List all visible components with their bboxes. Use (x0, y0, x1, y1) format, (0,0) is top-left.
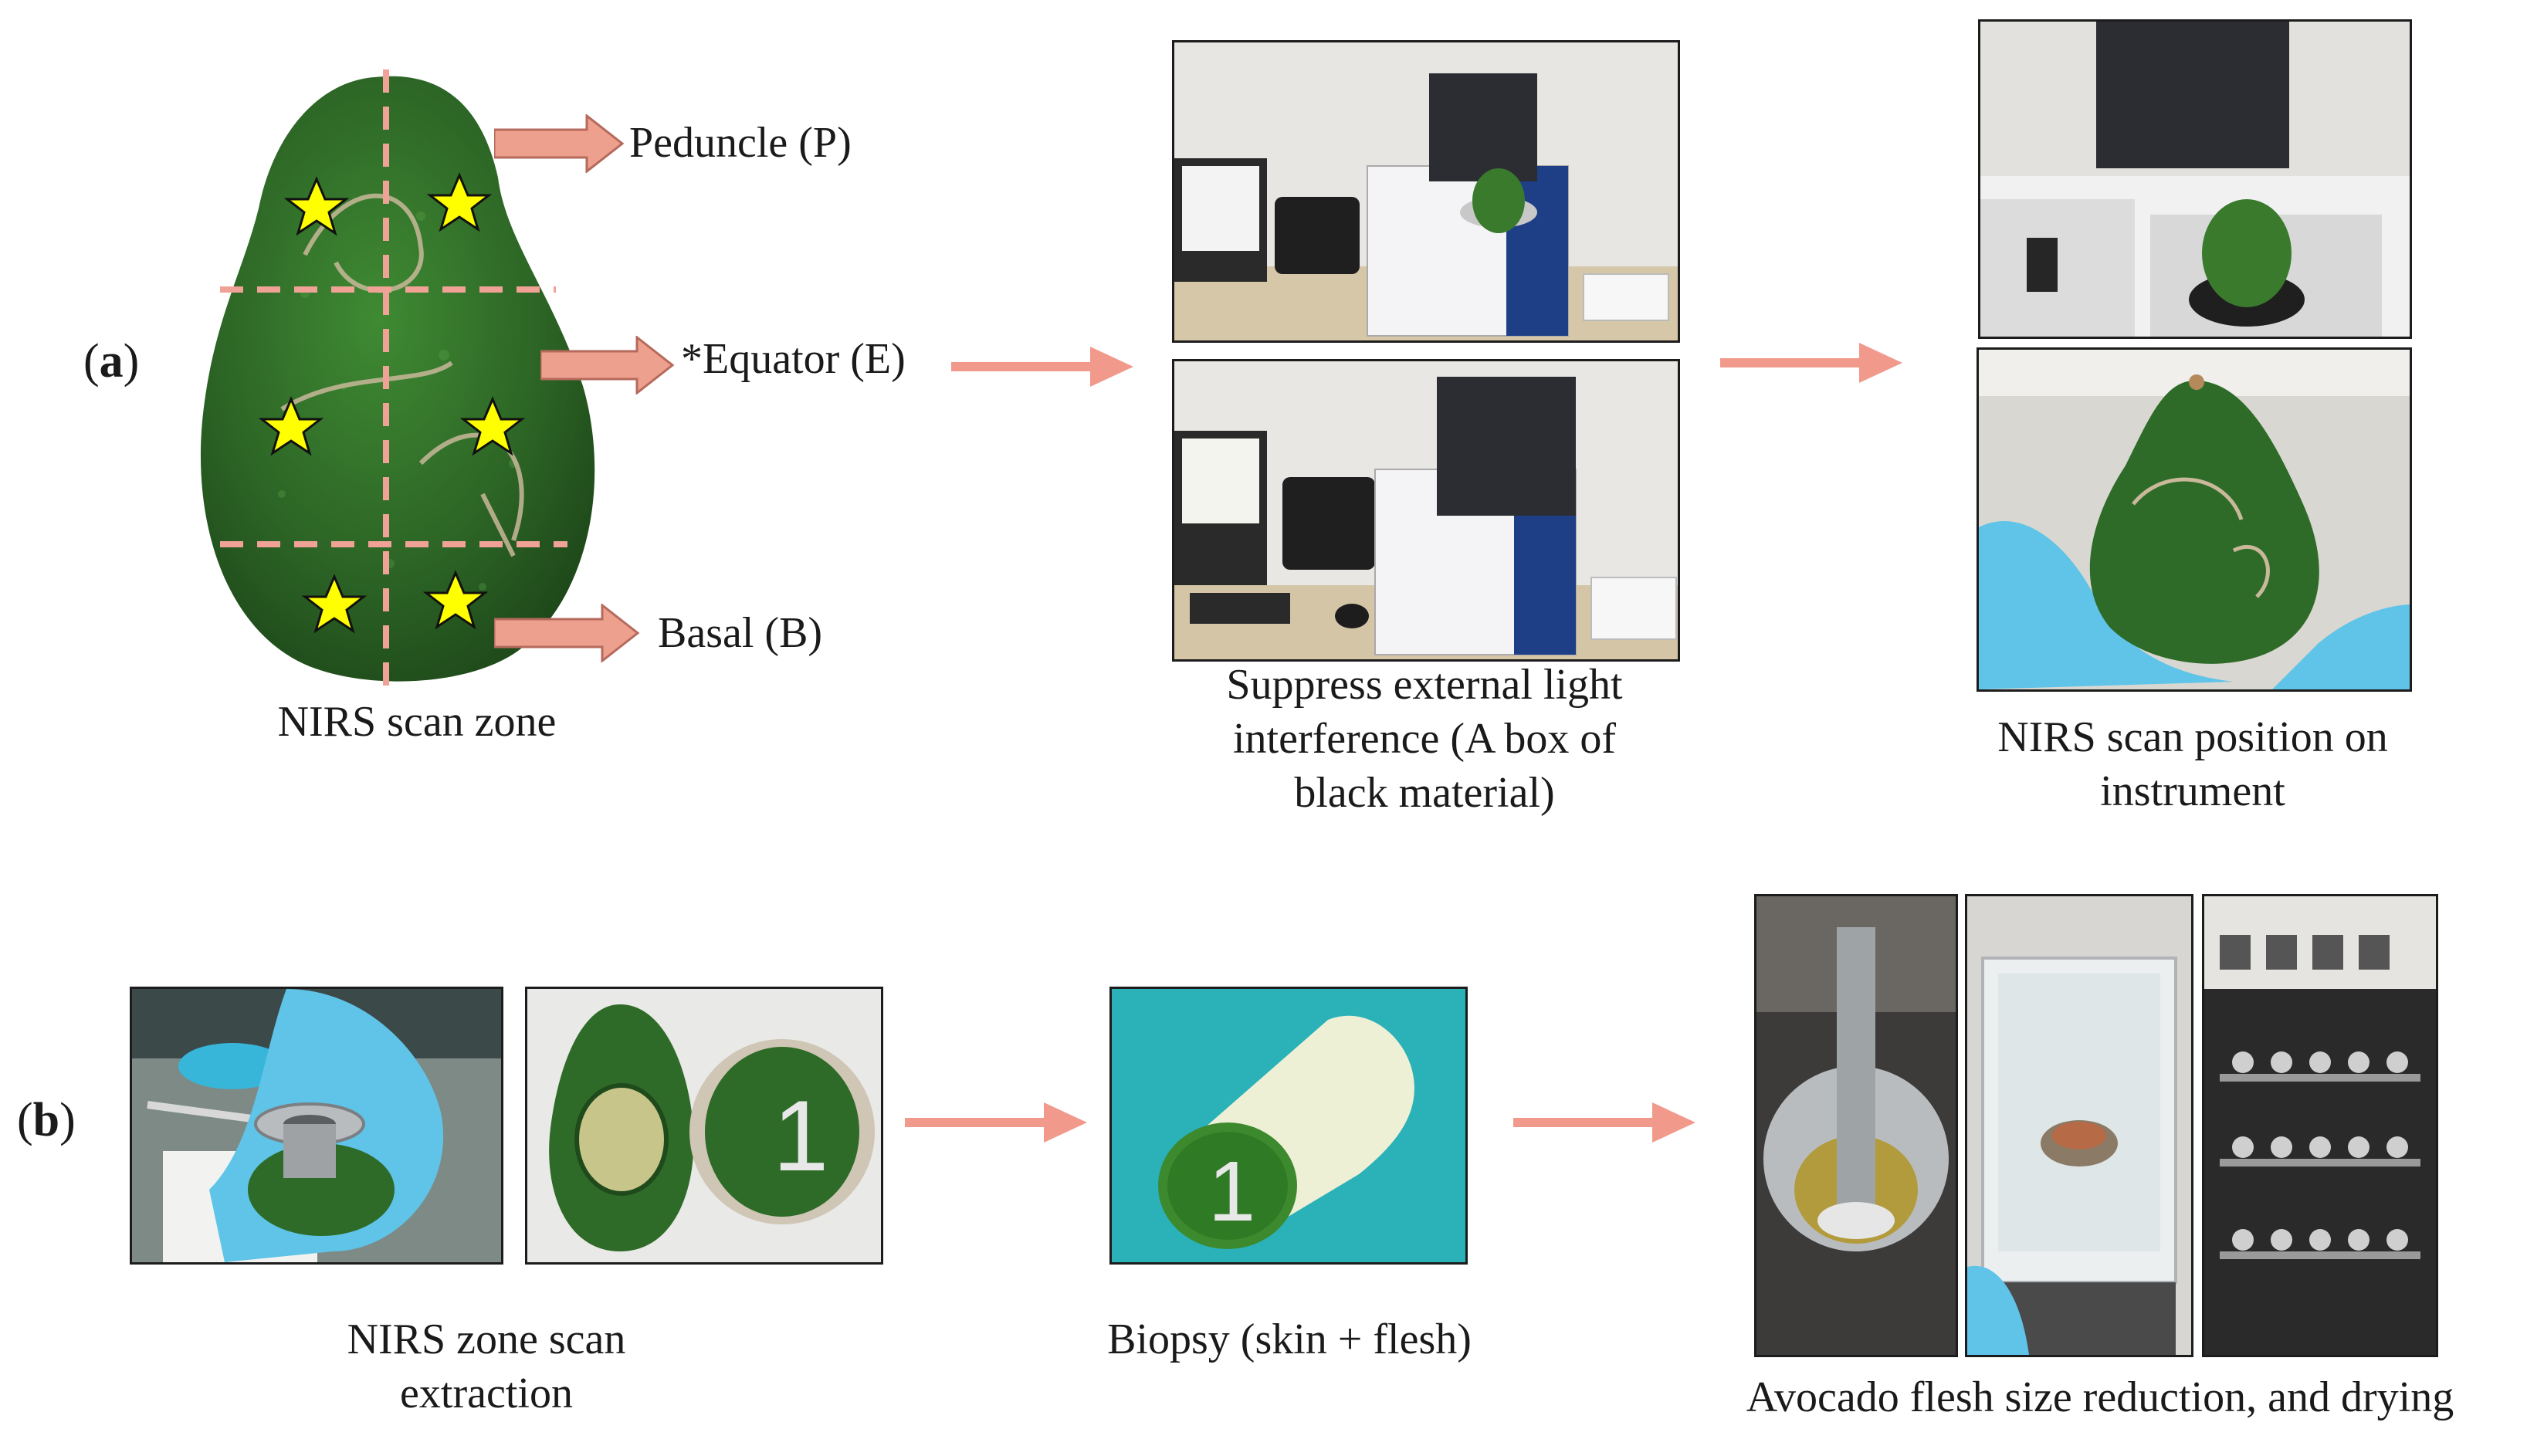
caption-size-reduction-drying: Avocado flesh size reduction, and drying (1746, 1373, 2454, 1421)
caption-scan-zone: NIRS scan zone (277, 698, 557, 746)
caption-suppress-light: Suppress external light interference (A … (1135, 658, 1714, 820)
photo-avocado-and-corer: 1 (525, 987, 883, 1265)
flow-arrow-icon (951, 347, 1133, 387)
photo-analytical-balance (1965, 894, 2193, 1357)
caption-extraction: NIRS zone scan extraction (185, 1312, 788, 1420)
photo-avocado-in-hand (1977, 347, 2412, 692)
caption-position-line-2: instrument (2100, 767, 2285, 815)
equator-arrow-icon (540, 336, 675, 394)
sample-number-label: 1 (773, 1079, 828, 1192)
caption-suppress-line-3: black material) (1294, 769, 1555, 817)
flow-arrow-icon (1513, 1102, 1695, 1143)
zone-label-peduncle: Peduncle (P) (629, 119, 852, 167)
photo-drying-oven (2202, 894, 2438, 1357)
flow-arrow-icon (905, 1102, 1087, 1143)
photo-core-extraction (130, 987, 503, 1265)
flow-arrow-icon (1720, 343, 1902, 383)
photo-nirs-instrument-covered (1172, 359, 1680, 662)
basal-arrow-icon (494, 604, 640, 662)
caption-biopsy: Biopsy (skin + flesh) (1107, 1315, 1472, 1363)
zone-label-basal: Basal (B) (658, 609, 823, 657)
sample-number-label: 1 (1208, 1144, 1255, 1239)
panel-label-a: (a) (83, 335, 140, 388)
photo-biopsy-sample: 1 (1109, 987, 1468, 1265)
zone-label-equator: *Equator (E) (681, 335, 906, 383)
avocado-scan-zone-diagram (200, 69, 595, 695)
caption-position-line-1: NIRS scan position on (1997, 713, 2388, 761)
caption-extraction-line-2: extraction (400, 1370, 573, 1417)
peduncle-arrow-icon (494, 114, 625, 173)
caption-suppress-line-2: interference (A box of (1233, 715, 1616, 763)
photo-grinder (1754, 894, 1958, 1357)
caption-extraction-line-1: NIRS zone scan (347, 1315, 626, 1363)
caption-suppress-line-1: Suppress external light (1226, 661, 1623, 709)
panel-label-b: (b) (17, 1094, 76, 1146)
caption-scan-position: NIRS scan position on instrument (1915, 710, 2471, 818)
photo-nirs-instrument-open (1172, 40, 1680, 343)
photo-scan-position-instrument (1978, 19, 2412, 339)
